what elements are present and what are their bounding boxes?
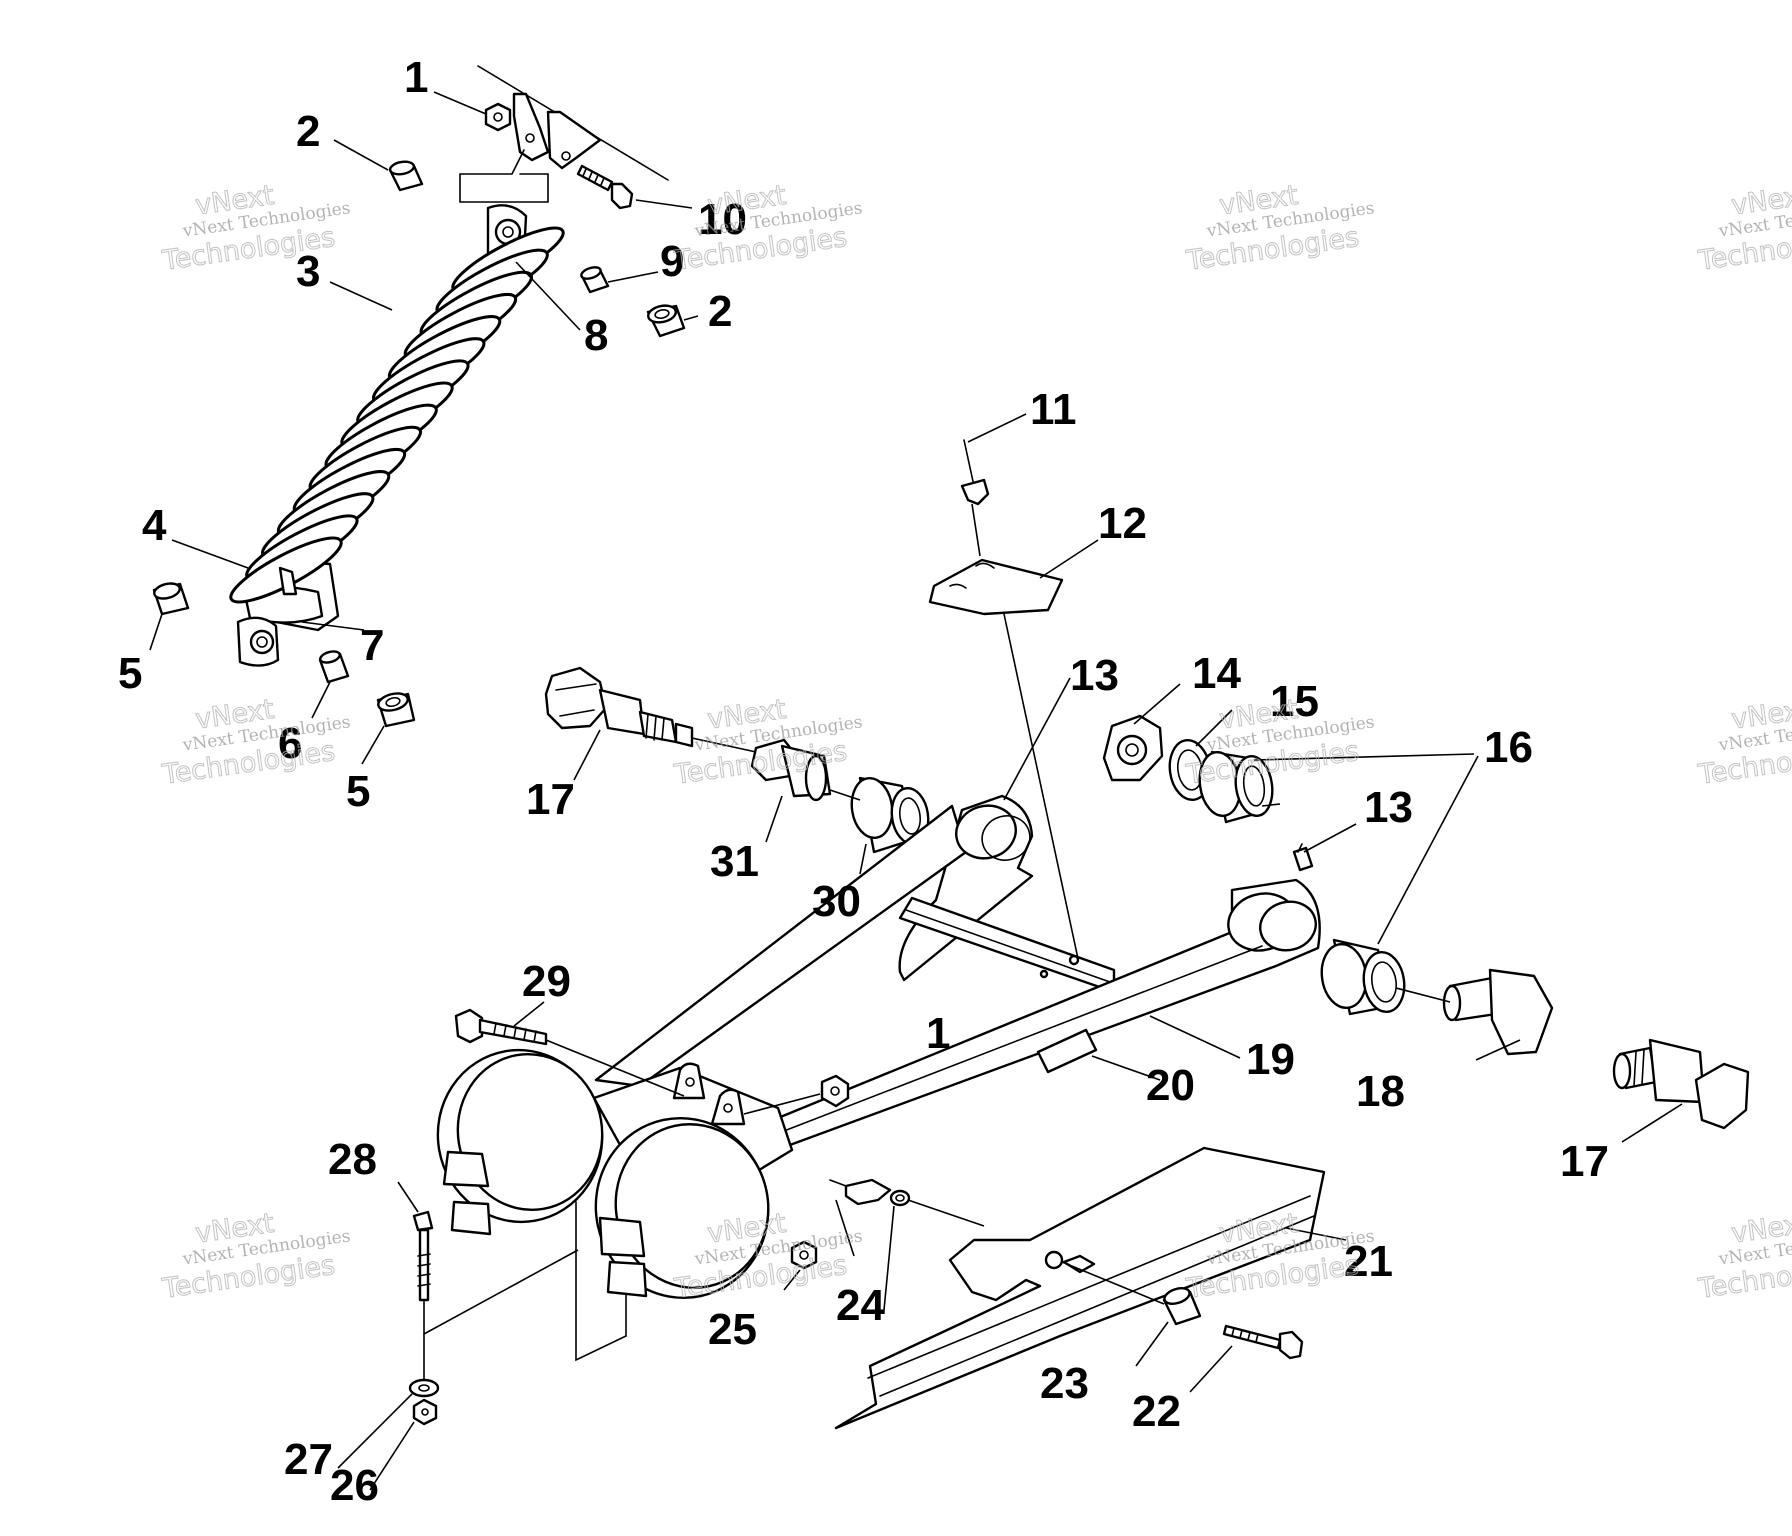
skid-rail-part-21: [834, 1146, 1326, 1430]
callout-17-right: 17: [1560, 1137, 1609, 1186]
callout-24: 24: [836, 1281, 885, 1330]
callout-12: 12: [1098, 499, 1147, 548]
bushing-part-31: [750, 738, 832, 802]
callout-2-upper: 2: [296, 107, 320, 156]
clamp-ring-right: [594, 1116, 770, 1300]
leader-lines: [149, 91, 1683, 1491]
callout-17-left: 17: [526, 775, 575, 824]
callout-22: 22: [1132, 1387, 1181, 1436]
bracket-part-24: [829, 1178, 985, 1257]
callout-3: 3: [296, 247, 320, 296]
callout-5-right: 5: [346, 767, 370, 816]
callout-5-left: 5: [118, 649, 142, 698]
callout-20: 20: [1146, 1061, 1195, 1110]
bushing-part-16-upper: [1198, 750, 1274, 824]
washer-part-27: [408, 1378, 440, 1398]
callout-19: 19: [1246, 1035, 1295, 1084]
callout-14: 14: [1192, 649, 1241, 698]
pivot-bolt-part-17-right: [1612, 1038, 1750, 1130]
bolt-part-22: [1222, 1324, 1304, 1360]
grease-fitting-part-13-right: [1292, 843, 1314, 872]
sleeve-part-9: [580, 266, 610, 294]
bolt-part-28: [412, 1210, 579, 1380]
callout-31: 31: [710, 837, 759, 886]
callout-1-lower: 1: [926, 1009, 950, 1058]
callout-8: 8: [584, 311, 608, 360]
nut-part-1-top: [484, 102, 512, 132]
callout-27: 27: [284, 1435, 333, 1484]
callout-7: 7: [360, 621, 384, 670]
callout-21: 21: [1344, 1237, 1393, 1286]
bushing-part-16-lower: [1320, 938, 1406, 1016]
callout-18: 18: [1356, 1067, 1405, 1116]
callout-16: 16: [1484, 723, 1533, 772]
nut-part-26: [412, 1398, 438, 1426]
callout-11: 11: [1030, 385, 1077, 434]
callout-6: 6: [278, 719, 302, 768]
swing-arm-part-19: [594, 794, 1321, 1158]
nut-part-25: [790, 1240, 818, 1270]
bushing-part-5-right: [376, 692, 416, 728]
callout-13-left: 13: [1070, 651, 1119, 700]
bolt-part-10: [576, 164, 634, 210]
sleeve-part-6: [318, 650, 350, 684]
callout-29: 29: [522, 957, 571, 1006]
callout-13-right: 13: [1364, 783, 1413, 832]
plate-part-12: [928, 503, 1081, 969]
bushing-part-5-left: [152, 582, 190, 616]
sleeve-part-23: [1061, 1261, 1202, 1326]
callout-30: 30: [812, 877, 861, 926]
callout-labels: 1 2 10 3 9 2 8 11 12 4 7 5 13 14 15 16 6…: [118, 53, 1609, 1510]
callout-10: 10: [698, 195, 747, 244]
callout-26: 26: [330, 1461, 379, 1510]
bushing-part-2-upper: [388, 160, 424, 192]
callout-23: 23: [1040, 1359, 1089, 1408]
fastener-part-11: [960, 439, 990, 506]
bushing-part-2-right: [646, 304, 686, 338]
callout-4: 4: [142, 501, 167, 550]
clamp-ring-left: [436, 1048, 604, 1236]
callout-1-top: 1: [404, 53, 428, 102]
upper-mount-bracket: [459, 65, 669, 203]
pin-part-18: [1395, 968, 1554, 1056]
pivot-bolt-part-17-left: [544, 666, 694, 748]
callout-2-right: 2: [708, 287, 732, 336]
callout-25: 25: [708, 1305, 757, 1354]
bolt-part-29: [454, 1008, 685, 1097]
callout-15: 15: [1270, 677, 1319, 726]
nut-part-1-lower: [743, 1074, 850, 1115]
label-plate-part-20: [1036, 1028, 1098, 1074]
shock-absorber-part-3: [229, 204, 565, 667]
nut-part-14: [1102, 714, 1164, 782]
callout-9: 9: [660, 237, 684, 286]
callout-28: 28: [328, 1135, 377, 1184]
